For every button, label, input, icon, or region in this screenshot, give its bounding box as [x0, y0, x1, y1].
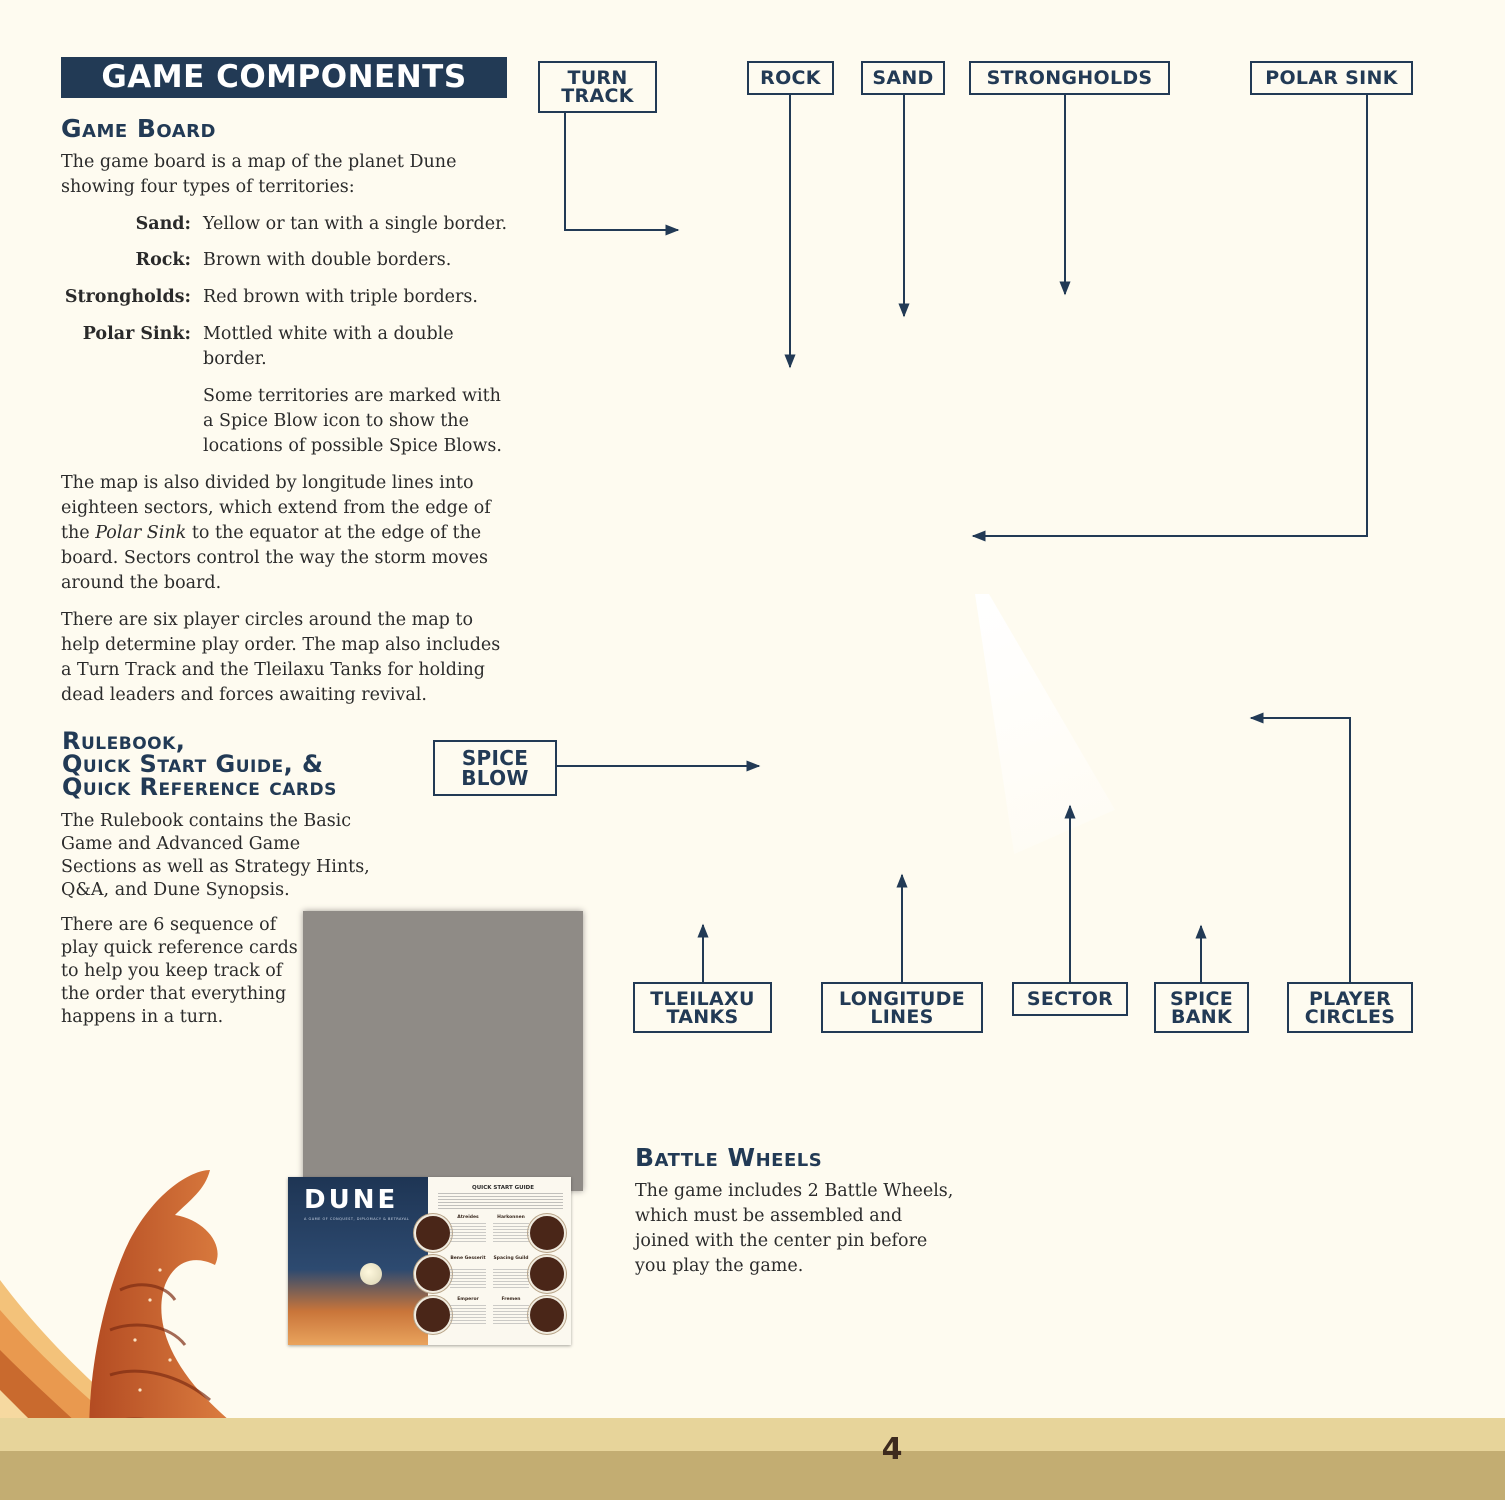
dune-logo: DUNE	[304, 1185, 399, 1215]
faction-circle	[528, 1255, 566, 1293]
faction-name: Spacing Guild	[493, 1256, 529, 1261]
battle-wheels-heading: Battle Wheels	[635, 1143, 823, 1172]
faction-text	[450, 1223, 486, 1243]
faction-circle	[528, 1296, 566, 1334]
dune-tagline: A GAME OF CONQUEST, DIPLOMACY & BETRAYAL	[304, 1217, 410, 1221]
rulebook-heading: Rulebook, Quick Start Guide, & Quick Ref…	[62, 727, 337, 801]
faction-circle	[414, 1214, 452, 1252]
sectors-paragraph: The map is also divided by longitude lin…	[61, 473, 491, 593]
battle-wheels-paragraph: The game includes 2 Battle Wheels, which…	[635, 1181, 954, 1276]
faction-name: Harkonnen	[497, 1215, 525, 1220]
leader-turn-track	[564, 112, 680, 236]
page-number: 4	[881, 1432, 903, 1467]
territory-def: Red brown with triple borders.	[203, 287, 478, 307]
territory-def: border.	[203, 349, 267, 369]
faction-name: Bene Gesserit	[450, 1256, 486, 1261]
label-sand: SAND	[861, 61, 945, 95]
label-tleilaxu-tanks: TLEILAXU TANKS	[633, 982, 772, 1033]
game-board-heading: Game Board	[61, 114, 216, 143]
label-longitude-lines: LONGITUDE LINES	[821, 982, 983, 1033]
faction-text	[493, 1269, 529, 1289]
label-sector: SECTOR	[1012, 982, 1128, 1016]
faction-name: Atreides	[457, 1215, 479, 1220]
rulebook-paragraph: The Rulebook contains the Basic Game and…	[61, 811, 370, 900]
territory-def: Brown with double borders.	[203, 250, 452, 270]
qsg-intro-text	[438, 1193, 563, 1211]
faction-name: Emperor	[457, 1297, 479, 1302]
section-banner: GAME COMPONENTS	[61, 57, 507, 98]
territory-term: Rock:	[135, 250, 191, 270]
faction-text	[450, 1269, 486, 1289]
faction-text	[493, 1305, 529, 1325]
game-board-intro: The game board is a map of the planet Du…	[61, 152, 457, 197]
moon-icon	[360, 1263, 382, 1285]
leader-polar-sink	[971, 94, 1368, 542]
faction-name: Fremen	[501, 1297, 521, 1302]
territory-def: Yellow or tan with a single border.	[203, 214, 508, 234]
spice-blow-note: Some territories are marked with a Spice…	[203, 386, 502, 456]
label-polar-sink: POLAR SINK	[1250, 61, 1413, 95]
label-strongholds: STRONGHOLDS	[969, 61, 1170, 95]
quick-start-guide-image: DUNE A GAME OF CONQUEST, DIPLOMACY & BET…	[288, 1177, 571, 1345]
faction-text	[493, 1223, 529, 1243]
label-spice-bank: SPICE BANK	[1154, 982, 1249, 1033]
faction-circle	[528, 1214, 566, 1252]
territory-def: Mottled white with a double	[203, 324, 454, 344]
territory-term: Strongholds:	[64, 287, 191, 307]
faction-text	[450, 1305, 486, 1325]
rulebook-photo	[303, 911, 583, 1191]
label-rock: ROCK	[747, 61, 834, 95]
footer-band-light	[0, 1418, 1505, 1451]
reference-cards-paragraph: There are 6 sequence of play quick refer…	[61, 915, 298, 1027]
territory-term: Polar Sink:	[82, 324, 191, 344]
player-circles-paragraph: There are six player circles around the …	[61, 610, 501, 705]
territory-term: Sand:	[135, 214, 191, 234]
leader-player-circles	[1249, 712, 1351, 983]
label-spice-blow: SPICE BLOW	[433, 740, 557, 796]
footer-band-dark	[0, 1451, 1505, 1500]
qsg-title: QUICK START GUIDE	[472, 1185, 534, 1191]
qsg-cover-art: DUNE A GAME OF CONQUEST, DIPLOMACY & BET…	[288, 1177, 428, 1345]
label-player-circles: PLAYER CIRCLES	[1287, 982, 1413, 1033]
label-turn-track: TURN TRACK	[538, 61, 657, 113]
